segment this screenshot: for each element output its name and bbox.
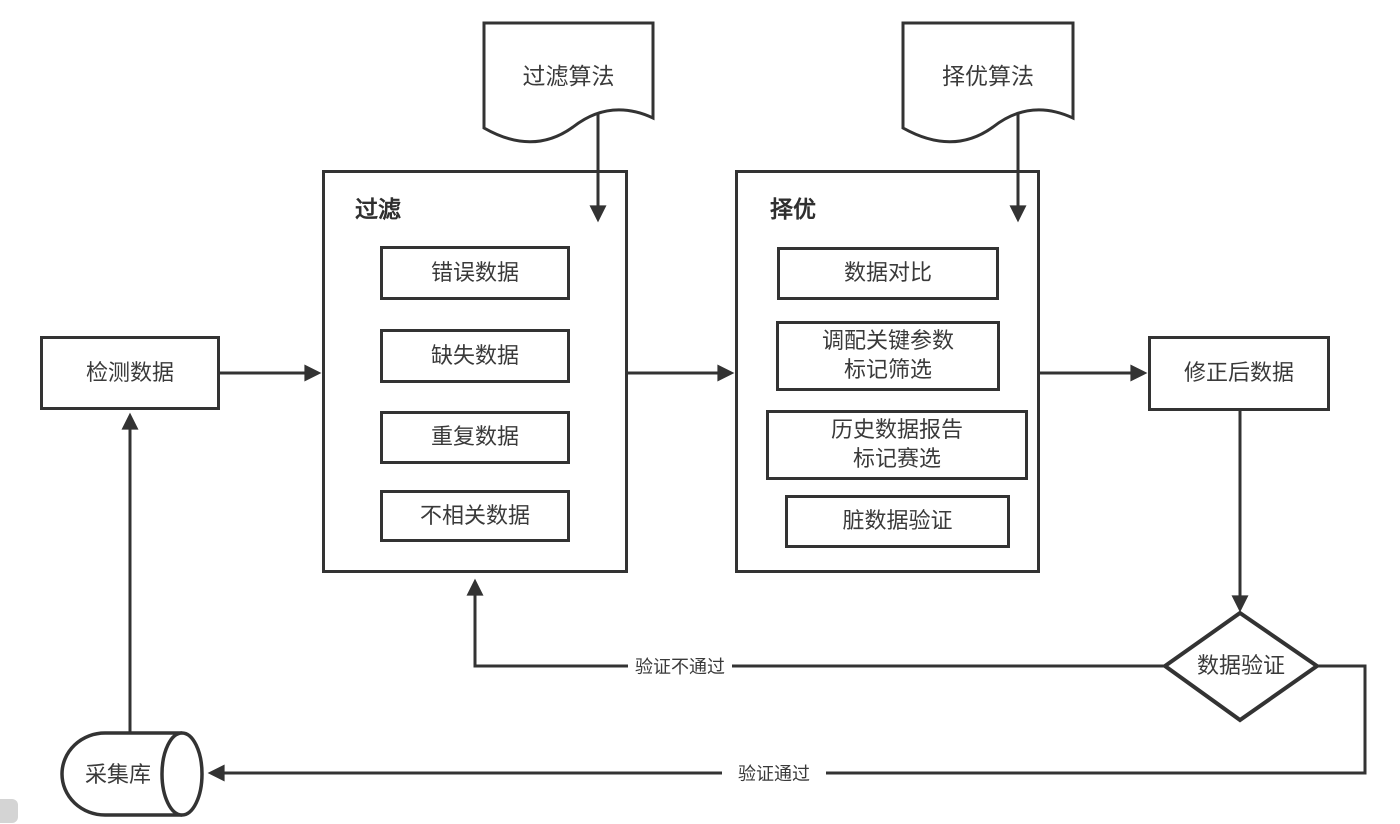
group-filter-title: 过滤 [355,196,401,222]
decision-label: 数据验证 [1196,653,1285,678]
filter-item-irrelevant-data: 不相关数据 [380,490,570,542]
group-optimize-title: 择优 [770,196,816,222]
filter-item-missing-data: 缺失数据 [380,329,570,383]
edge-label-fail: 验证不通过 [628,654,732,680]
optimize-item-data-compare: 数据对比 [777,247,999,300]
optimize-item-dirty-data-verify: 脏数据验证 [785,495,1010,548]
node-corrected-data-label: 修正后数据 [1183,360,1294,386]
filter-item-duplicate-data: 重复数据 [380,411,570,464]
corner-watermark [0,799,18,823]
node-detect-data-label: 检测数据 [85,359,174,385]
optimize-item-key-params: 调配关键参数 标记筛选 [776,321,1000,391]
edge-label-pass: 验证通过 [722,761,826,787]
document-filter-algorithm-label: 过滤算法 [522,63,615,89]
filter-item-error-data: 错误数据 [380,246,570,300]
node-detect-data: 检测数据 [40,336,220,410]
document-optimize-algorithm-label: 择优算法 [942,63,1034,89]
node-corrected-data: 修正后数据 [1148,336,1330,411]
optimize-item-history-report: 历史数据报告 标记赛选 [766,410,1028,480]
database-label: 采集库 [84,762,151,787]
